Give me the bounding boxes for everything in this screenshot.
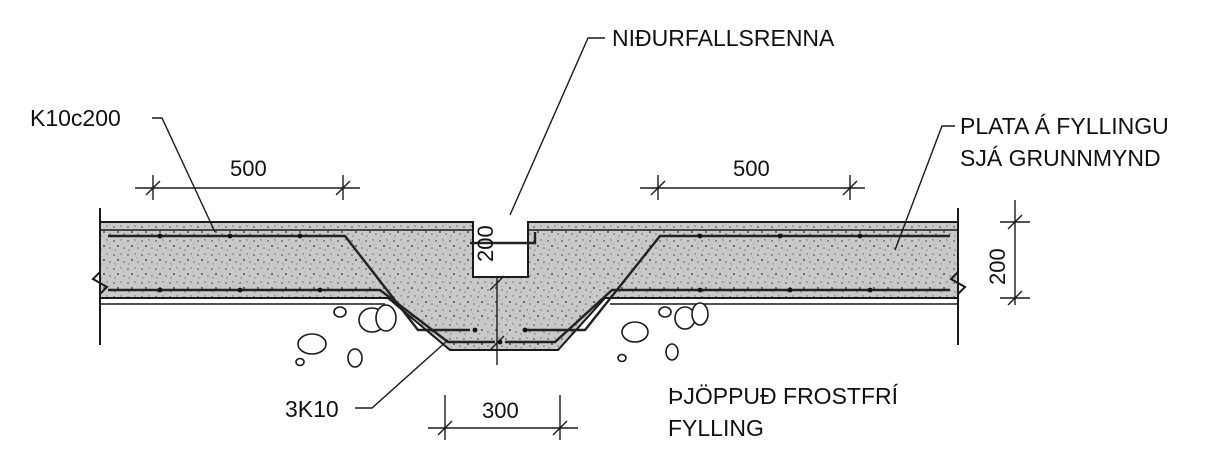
slab-callout: PLATA Á FYLLINGU SJÁ GRUNNMYND <box>894 113 1169 251</box>
dimension-bottom-300: 300 <box>428 395 578 440</box>
drain-label: NIÐURFALLSRENNA <box>612 25 835 51</box>
fill-label: ÞJÖPPUÐ FROSTFRÍ FYLLING <box>668 383 899 441</box>
slab-label-line2: SJÁ GRUNNMYND <box>960 145 1161 171</box>
fill-stones-left <box>295 304 397 368</box>
dim-bottom-label: 300 <box>482 398 519 423</box>
drain-callout: NIÐURFALLSRENNA <box>509 25 835 216</box>
dim-drain-depth-label: 200 <box>473 225 498 262</box>
fill-stones-right <box>617 302 709 363</box>
rebar-top-callout: K10c200 <box>30 105 216 233</box>
rebar-top-label: K10c200 <box>30 105 121 131</box>
fill-label-line2: FYLLING <box>668 415 764 441</box>
slab-end-left <box>91 208 109 345</box>
rebar-bottom-callout: 3K10 <box>285 339 449 422</box>
fill-label-line1: ÞJÖPPUÐ FROSTFRÍ <box>668 383 899 409</box>
rebar-dots <box>157 233 873 345</box>
drain-slot <box>472 222 529 278</box>
dimension-slab-thickness: 200 <box>985 200 1030 306</box>
dimension-left-500: 500 <box>135 156 360 200</box>
dim-slab-thickness-label: 200 <box>985 248 1010 285</box>
rebar-bottom-right <box>505 288 950 344</box>
dimension-drain-depth: 200 <box>473 225 505 365</box>
rebar-drain-collar <box>470 232 537 245</box>
rebar-bottom-left <box>108 288 495 344</box>
dim-left-label: 500 <box>230 156 267 181</box>
slab-label-line1: PLATA Á FYLLINGU <box>960 113 1169 139</box>
slab-end-right <box>949 208 967 345</box>
rebar-top-right <box>525 234 950 332</box>
rebar-top-left <box>108 234 470 332</box>
rebar-bottom-label: 3K10 <box>285 396 339 422</box>
dim-right-label: 500 <box>733 156 770 181</box>
dimension-right-500: 500 <box>640 156 865 200</box>
